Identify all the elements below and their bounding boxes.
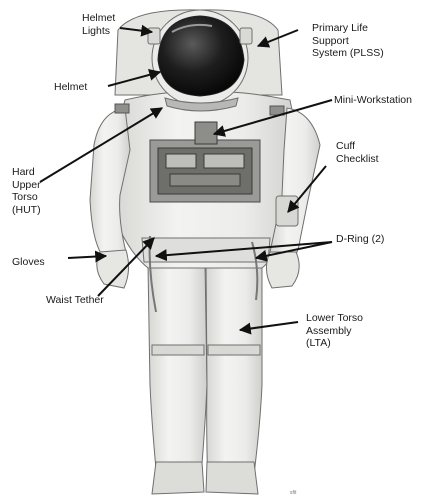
label-cuff-checklist: Cuff Checklist	[336, 140, 379, 165]
helmet-light-left	[148, 28, 160, 44]
label-helmet-lights: Helmet Lights	[82, 12, 115, 37]
right-leg	[206, 262, 262, 490]
helmet-light-right	[240, 28, 252, 44]
helmet-visor	[158, 16, 244, 96]
left-leg	[148, 262, 207, 490]
right-glove	[266, 252, 299, 288]
label-d-ring: D-Ring (2)	[336, 233, 384, 246]
figure-mark: sfit	[290, 490, 296, 496]
label-hut: Hard Upper Torso (HUT)	[12, 166, 41, 216]
left-boot	[152, 462, 204, 494]
label-mini-workstation: Mini-Workstation	[334, 94, 412, 107]
label-lta: Lower Torso Assembly (LTA)	[306, 312, 363, 350]
label-plss: Primary Life Support System (PLSS)	[312, 22, 384, 60]
label-waist-tether: Waist Tether	[46, 294, 104, 307]
mini-workstation-bracket	[195, 122, 217, 144]
label-gloves: Gloves	[12, 256, 45, 269]
cuff-checklist-panel	[276, 196, 298, 226]
label-helmet: Helmet	[54, 81, 87, 94]
right-boot	[206, 462, 258, 494]
